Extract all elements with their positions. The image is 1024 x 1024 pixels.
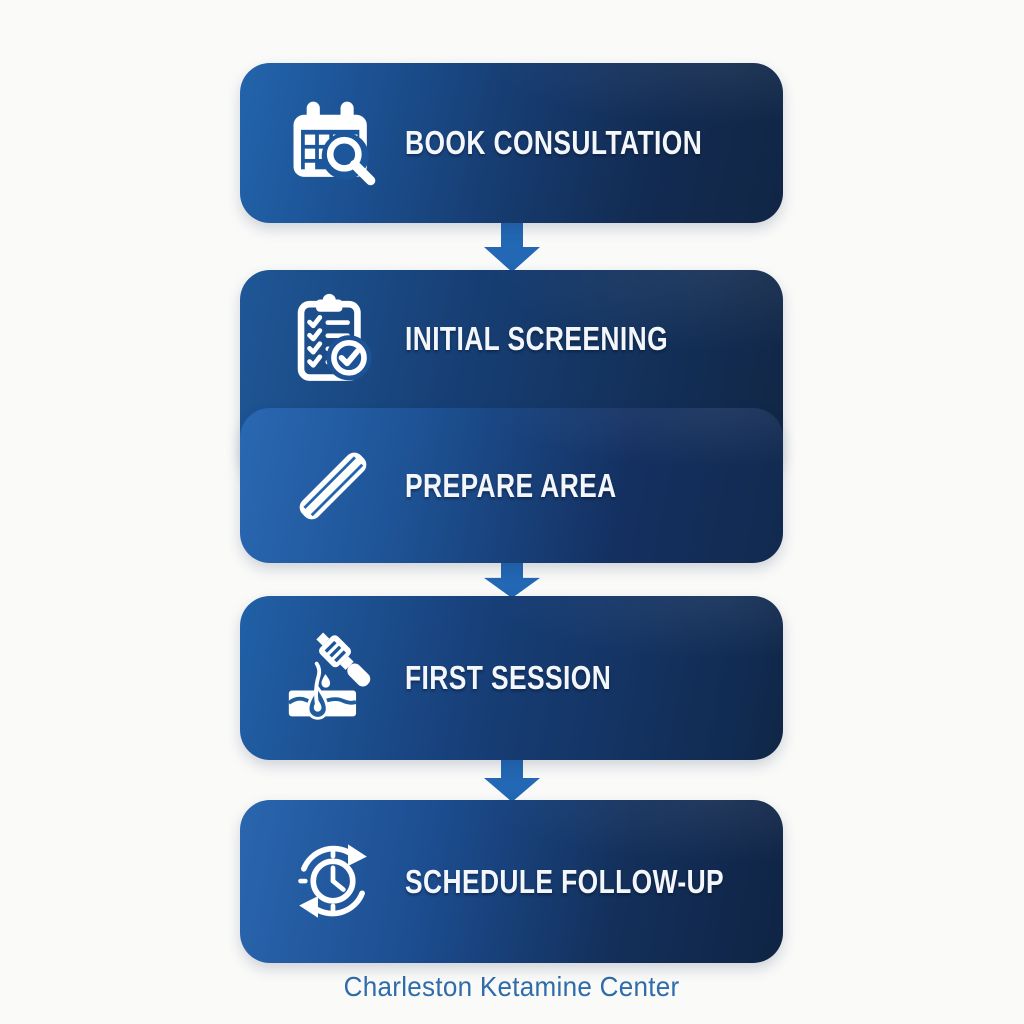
step-book-consultation[interactable]: BOOK CONSULTATION [240, 63, 783, 223]
step-label: INITIAL SCREENING [405, 320, 669, 357]
step-prepare-area[interactable]: PREPARE AREA [240, 408, 783, 563]
step-first-session[interactable]: FIRST SESSION [240, 596, 783, 760]
footer-brand-text: Charleston Ketamine Center [344, 971, 680, 1002]
razor-icon [285, 438, 381, 534]
step-label: BOOK CONSULTATION [405, 124, 703, 161]
footer-brand: Charleston Ketamine Center [0, 971, 1024, 1003]
clipboard-checklist-icon [285, 291, 381, 387]
calendar-search-icon [285, 95, 381, 191]
clock-refresh-icon [285, 834, 381, 930]
step-label: FIRST SESSION [405, 659, 612, 696]
step-label: PREPARE AREA [405, 466, 617, 504]
down-arrow-icon [484, 220, 540, 272]
laser-device-skin-icon [285, 630, 381, 726]
step-label: SCHEDULE FOLLOW-UP [405, 862, 725, 900]
step-schedule-follow-up[interactable]: SCHEDULE FOLLOW-UP [240, 800, 783, 963]
